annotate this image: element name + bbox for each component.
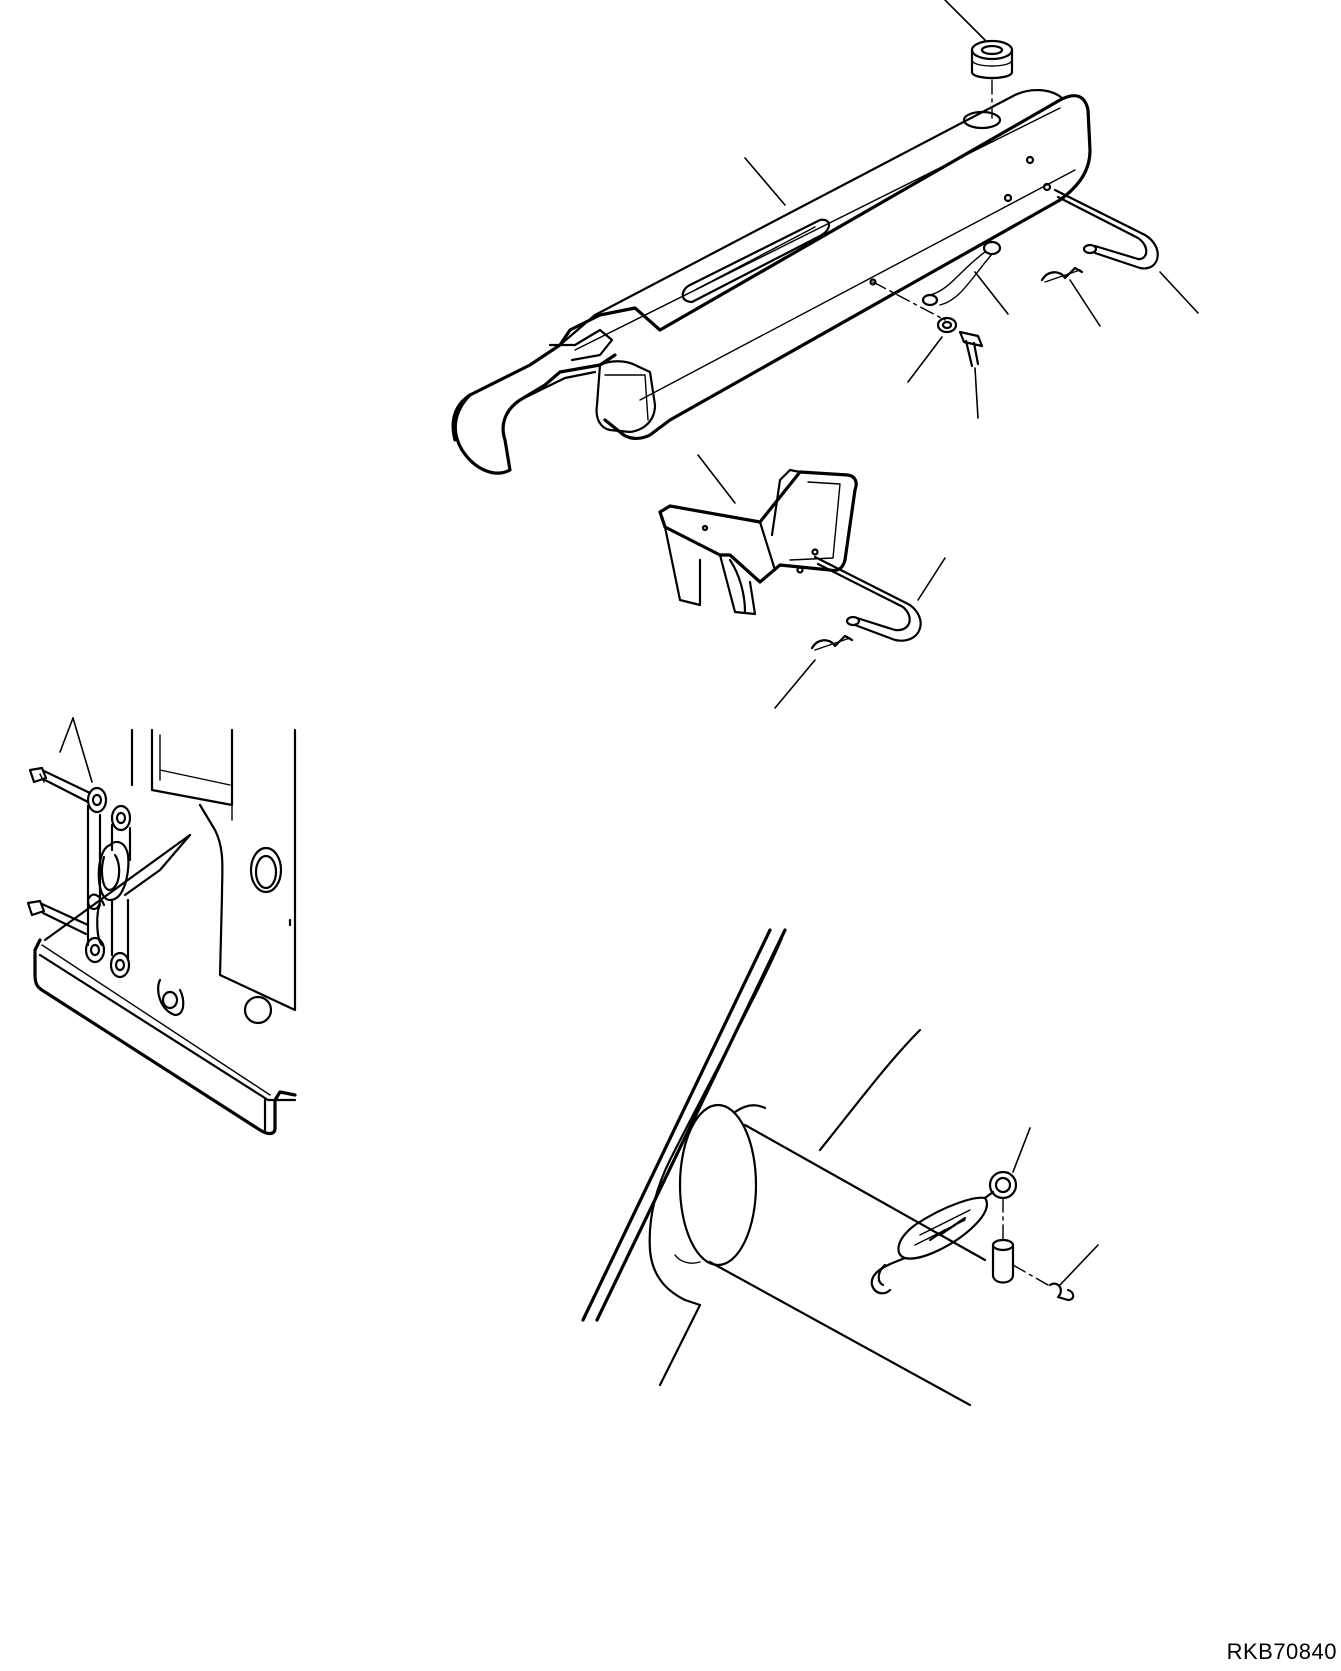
arm-notch — [548, 328, 614, 362]
leader-socket — [697, 454, 736, 504]
arm-slot — [681, 218, 831, 304]
leader-bolt-b — [72, 717, 93, 783]
leader-snap-pin-lower — [774, 659, 816, 709]
leader-arm — [744, 157, 786, 206]
frame-bracket — [33, 728, 297, 1136]
leader-bushing — [944, 0, 986, 41]
chain-bolt-upper — [28, 766, 92, 804]
arm-ridge-lower — [639, 169, 1076, 401]
leader-bolt — [974, 367, 979, 419]
u-pin-upper — [1053, 188, 1159, 270]
u-pin-lower — [813, 555, 922, 642]
arm-assembly — [451, 89, 1092, 475]
washer — [936, 316, 958, 334]
leader-bolt-a — [59, 717, 74, 753]
snap-pin-lower — [810, 634, 854, 651]
chain-bolt-lower — [26, 899, 90, 936]
chain — [84, 786, 132, 979]
arm-hook-inner — [518, 370, 597, 402]
leader-washer — [907, 336, 943, 383]
axle-assembly — [581, 928, 987, 1407]
wire-lanyard — [921, 240, 1002, 307]
drawing-code: RKB70840 — [1226, 1639, 1337, 1664]
leader-wire — [974, 271, 1009, 315]
arm-hole-1 — [1025, 155, 1035, 165]
arm-jaw — [595, 360, 657, 434]
snap-pin-bottom — [1048, 1282, 1075, 1302]
arm-body — [451, 94, 1092, 442]
arm-ridge — [574, 107, 1061, 351]
arm-top-face — [558, 89, 1064, 347]
leader-snap-pin-upper — [1069, 279, 1101, 327]
arm-jaw-face — [604, 374, 649, 421]
leader-u-pin-upper — [1159, 271, 1199, 314]
bolt — [958, 330, 984, 368]
rubber-bushing — [970, 39, 1014, 119]
turnbuckle — [870, 1170, 1018, 1295]
leader-turnbuckle — [1012, 1127, 1031, 1173]
arm-slot-inner — [694, 226, 816, 291]
arm-top-hole — [962, 110, 1002, 130]
arm-hole-3 — [1003, 193, 1013, 203]
arm-hole-2 — [1042, 182, 1052, 192]
pin-block — [991, 1197, 1049, 1286]
snap-pin-upper — [1040, 266, 1084, 283]
leader-snap-pin-bottom — [1059, 1244, 1099, 1286]
arm-hook — [453, 353, 617, 475]
leader-u-pin-lower — [917, 557, 946, 601]
socket-holder — [658, 468, 858, 616]
arm-hole-4 — [869, 278, 877, 286]
